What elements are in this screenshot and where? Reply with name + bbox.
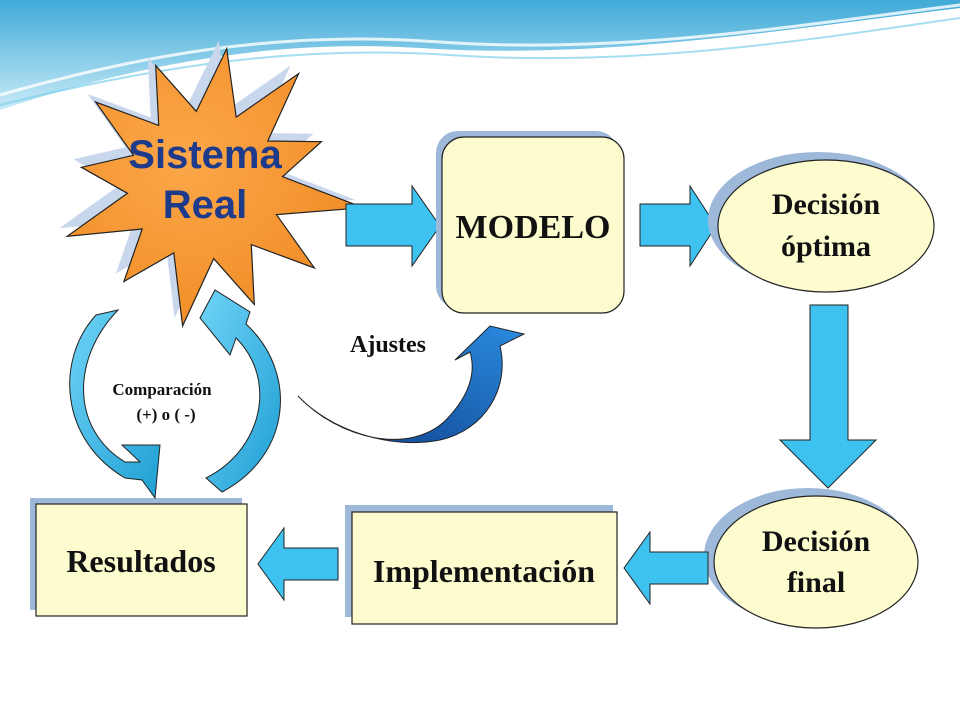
decision-optima-line1: Decisión [772, 188, 881, 221]
cycle-arrow-left [69, 309, 161, 500]
ajustes-arrow: Ajustes [297, 325, 526, 444]
decision-optima-node: Decisión óptima [708, 152, 935, 293]
header-wave [0, 0, 960, 110]
arrow-to-modelo [345, 184, 441, 268]
decision-final-line1: Decisión [762, 525, 871, 558]
resultados-box: Resultados [30, 498, 248, 617]
ajustes-label: Ajustes [350, 332, 426, 358]
implementacion-box: Implementación [345, 505, 618, 625]
sistema-real-burst: Sistema Real [59, 40, 364, 329]
burst-label-line1: Sistema [128, 133, 282, 177]
modelo-label: MODELO [456, 209, 611, 246]
comparacion-cycle: Comparación (+) o ( -) [69, 289, 281, 500]
burst-label-line2: Real [163, 183, 248, 227]
resultados-label: Resultados [66, 543, 215, 579]
implementacion-label: Implementación [373, 553, 595, 589]
burst-shape [65, 46, 364, 329]
arrow-to-implementacion [623, 530, 709, 606]
arrow-to-resultados [257, 526, 339, 602]
decision-optima-line2: óptima [781, 230, 871, 263]
decision-final-node: Decisión final [704, 488, 919, 629]
modelo-box: MODELO [436, 131, 625, 314]
cycle-arrow-right [199, 289, 281, 493]
arrow-to-decision-optima [639, 184, 717, 268]
comparacion-line2: (+) o ( -) [136, 405, 195, 424]
comparacion-line1: Comparación [112, 380, 212, 399]
arrow-down-to-decision-final [778, 304, 878, 489]
decision-final-line2: final [787, 566, 845, 599]
